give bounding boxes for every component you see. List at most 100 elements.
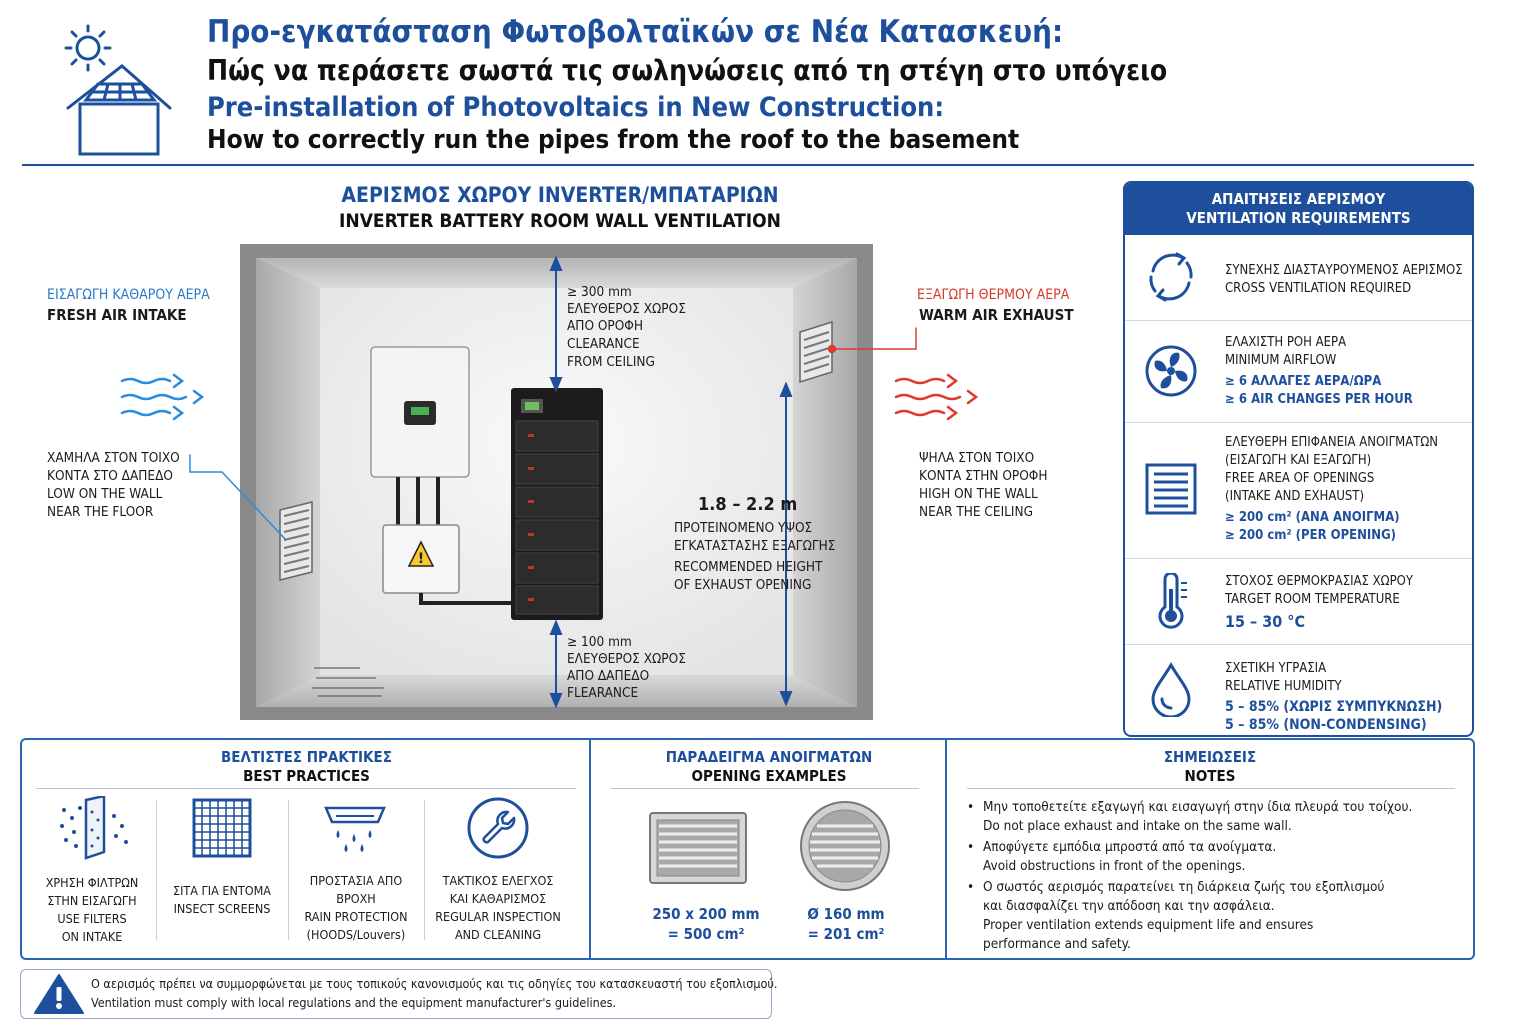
- req-airflow-value-en: ≥ 6 AIR CHANGES PER HOUR: [1225, 392, 1413, 407]
- note-item: Αποφύγετε εμπόδια μπροστά από τα ανοίγμα…: [967, 838, 1467, 876]
- req-humidity-gr: ΣΧΕΤΙΚΗ ΥΓΡΑΣΙΑ: [1225, 661, 1327, 676]
- bp-inspection-gr1: ΤΑΚΤΙΚΟΣ ΕΛΕΓΧΟΣ: [442, 873, 554, 888]
- bp-screens-en: INSECT SCREENS: [173, 901, 271, 916]
- note-2-gr: Αποφύγετε εμπόδια μπροστά από τα ανοίγμα…: [983, 839, 1277, 855]
- best-practices-title-gr: ΒΕΛΤΙΣΤΕΣ ΠΡΑΚΤΙΚΕΣ: [221, 748, 392, 766]
- bp-rain-en: RAIN PROTECTION: [304, 909, 408, 924]
- exhaust-pos-gr2: ΚΟΝΤΑ ΣΤΗΝ ΟΡΟΦΗ: [919, 468, 1048, 484]
- floor-clearance-gr2: ΑΠΟ ΔΑΠΕΔΟ: [567, 668, 650, 684]
- bp-inspection-en1: REGULAR INSPECTION: [435, 909, 561, 924]
- bp-filter-en2: ON INTAKE: [61, 929, 123, 944]
- diagram-title-en: INVERTER BATTERY ROOM WALL VENTILATION: [339, 210, 781, 232]
- page-title-en: Pre-installation of Photovoltaics in New…: [207, 92, 945, 123]
- intake-pos-en1: LOW ON THE WALL: [47, 486, 163, 502]
- intake-vent: [279, 501, 313, 581]
- exhaust-label-gr: ΕΞΑΓΩΓΗ ΘΕΡΜΟΥ ΑΕΡΑ: [917, 287, 1070, 303]
- fan-icon: [1145, 345, 1197, 397]
- req-area-gr1: ΕΛΕΥΘΕΡΗ ΕΠΙΦΑΝΕΙΑ ΑΝΟΙΓΜΑΤΩΝ: [1225, 435, 1439, 450]
- bp-filter-gr2: ΣΤΗΝ ΕΙΣΑΓΩΓΗ: [47, 893, 137, 908]
- note-2-en: Avoid obstructions in front of the openi…: [983, 858, 1246, 874]
- note-1-gr: Μην τοποθετείτε εξαγωγή και εισαγωγή στη…: [983, 799, 1413, 815]
- insect-screen-icon: [192, 798, 252, 858]
- req-airflow-gr: ΕΛΑΧΙΣΤΗ ΡΟΗ ΑΕΡΑ: [1225, 335, 1347, 350]
- req-temp-value: 15 – 30 °C: [1225, 612, 1306, 631]
- bp-rain-gr: ΠΡΟΣΤΑΣΙΑ ΑΠΟ ΒΡΟΧΗ: [309, 873, 403, 906]
- bp-filter-gr1: ΧΡΗΣΗ ΦΙΛΤΡΩΝ: [45, 875, 139, 890]
- exhaust-height-gr1: ΠΡΟΤΕΙΝΟΜΕΝΟ ΥΨΟΣ: [674, 520, 813, 536]
- ceiling-clearance-value: ≥ 300 mm: [567, 284, 632, 300]
- requirement-row: ΕΛΕΥΘΕΡΗ ΕΠΙΦΑΝΕΙΑ ΑΝΟΙΓΜΑΤΩΝ (ΕΙΣΑΓΩΓΗ …: [1125, 423, 1472, 559]
- exhaust-vent: [799, 320, 833, 384]
- requirements-header: ΑΠΑΙΤΗΣΕΙΣ ΑΕΡΙΣΜΟΥ VENTILATION REQUIREM…: [1125, 183, 1472, 235]
- sun-house-solar-icon: [64, 24, 172, 156]
- notes-box: ΣΗΜΕΙΩΣΕΙΣ NOTES Μην τοποθετείτε εξαγωγή…: [945, 738, 1475, 960]
- page-subtitle-gr: Πώς να περάσετε σωστά τις σωληνώσεις από…: [207, 54, 1168, 87]
- battery-rack: [511, 388, 603, 620]
- examples-title-en: OPENING EXAMPLES: [691, 767, 847, 785]
- notes-title-gr: ΣΗΜΕΙΩΣΕΙΣ: [1163, 748, 1257, 766]
- note-3-en2: performance and safety.: [983, 936, 1131, 952]
- exhaust-pos-en1: HIGH ON THE WALL: [919, 486, 1038, 502]
- best-practices-title-en: BEST PRACTICES: [243, 767, 370, 785]
- requirement-row: ΣΥΝΕΧΗΣ ΔΙΑΣΤΑΥΡΟΥΜΕΝΟΣ ΑΕΡΙΣΜΟΣ CROSS V…: [1125, 235, 1472, 321]
- compliance-warning: Ο αερισμός πρέπει να συμμορφώνεται με το…: [20, 969, 778, 1019]
- requirements-title-en: VENTILATION REQUIREMENTS: [1186, 209, 1411, 227]
- exhaust-arrows: [827, 327, 979, 421]
- bp-inspection-en2: AND CLEANING: [454, 927, 542, 942]
- thermometer-icon: [1158, 573, 1187, 629]
- header-divider: [22, 164, 1474, 166]
- note-3-gr: Ο σωστός αερισμός παρατείνει τη διάρκεια…: [983, 879, 1385, 895]
- intake-pos-en2: NEAR THE FLOOR: [47, 504, 154, 520]
- note-3-gr2: και διασφαλίζει την απόδοση και την ασφά…: [983, 898, 1275, 914]
- exhaust-label-en: WARM AIR EXHAUST: [919, 306, 1074, 324]
- opening-examples-box: ΠΑΡΑΔΕΙΓΜΑ ΑΝΟΙΓΜΑΤΩΝ OPENING EXAMPLES 2…: [589, 738, 947, 960]
- svg-text:!: !: [418, 551, 424, 567]
- requirement-row: ΕΛΑΧΙΣΤΗ ΡΟΗ ΑΕΡΑ MINIMUM AIRFLOW ≥ 6 ΑΛ…: [1125, 321, 1472, 423]
- note-1-en: Do not place exhaust and intake on the s…: [983, 818, 1292, 834]
- notes-title-en: NOTES: [1184, 767, 1236, 785]
- req-cross-en: CROSS VENTILATION REQUIRED: [1225, 281, 1412, 296]
- floor-marking: [312, 667, 384, 697]
- warning-triangle-icon: [34, 974, 84, 1014]
- req-airflow-en: MINIMUM AIRFLOW: [1225, 353, 1337, 368]
- ceiling-clearance-gr1: ΕΛΕΥΘΕΡΟΣ ΧΩΡΟΣ: [567, 301, 686, 317]
- note-3-en: Proper ventilation extends equipment lif…: [983, 917, 1314, 933]
- floor-clearance-gr1: ΕΛΕΥΘΕΡΟΣ ΧΩΡΟΣ: [567, 651, 686, 667]
- diagram-title-gr: ΑΕΡΙΣΜΟΣ ΧΩΡΟΥ INVERTER/ΜΠΑΤΑΡΙΩΝ: [341, 183, 779, 207]
- floor-clearance-en1: FLEARANCE: [567, 685, 639, 701]
- requirement-row: ΣΤΟΧΟΣ ΘΕΡΜΟΚΡΑΣΙΑΣ ΧΩΡΟΥ TARGET ROOM TE…: [1125, 559, 1472, 645]
- filter-icon: [60, 796, 128, 860]
- req-airflow-value-gr: ≥ 6 ΑΛΛΑΓΕΣ ΑΕΡΑ/ΩΡΑ: [1225, 374, 1382, 389]
- bp-filter-en1: USE FILTERS: [57, 911, 127, 926]
- req-area-en2: (INTAKE AND EXHAUST): [1225, 489, 1365, 504]
- req-temp-en: TARGET ROOM TEMPERATURE: [1225, 592, 1400, 607]
- ceiling-clearance-gr2: ΑΠΟ ΟΡΟΦΗ: [567, 318, 643, 334]
- bp-inspection-gr2: ΚΑΙ ΚΑΘΑΡΙΣΜΟΣ: [449, 891, 547, 906]
- warning-text-gr: Ο αερισμός πρέπει να συμμορφώνεται με το…: [91, 976, 778, 991]
- notes-list: Μην τοποθετείτε εξαγωγή και εισαγωγή στη…: [967, 798, 1467, 956]
- page-subtitle-en: How to correctly run the pipes from the …: [207, 125, 1020, 155]
- rain-hood-icon: [324, 806, 386, 852]
- note-item: Μην τοποθετείτε εξαγωγή και εισαγωγή στη…: [967, 798, 1467, 836]
- rect-vent-size: 250 x 200 mm: [652, 905, 760, 923]
- req-area-value-gr: ≥ 200 cm² (ΑΝΑ ΑΝΟΙΓΜΑ): [1225, 510, 1400, 525]
- humidity-drop-icon: [1151, 661, 1191, 717]
- exhaust-height-value: 1.8 – 2.2 m: [698, 494, 798, 515]
- rect-vent-area: = 500 cm²: [667, 925, 745, 943]
- req-area-gr2: (ΕΙΣΑΓΩΓΗ ΚΑΙ ΕΞΑΓΩΓΗ): [1225, 453, 1372, 468]
- req-humidity-en: RELATIVE HUMIDITY: [1225, 679, 1342, 694]
- req-cross-gr: ΣΥΝΕΧΗΣ ΔΙΑΣΤΑΥΡΟΥΜΕΝΟΣ ΑΕΡΙΣΜΟΣ: [1225, 263, 1463, 278]
- exhaust-pos-en2: NEAR THE CEILING: [919, 504, 1034, 520]
- exhaust-height-gr2: ΕΓΚΑΤΑΣΤΑΣΗΣ ΕΞΑΓΩΓΗΣ: [674, 538, 836, 554]
- req-temp-gr: ΣΤΟΧΟΣ ΘΕΡΜΟΚΡΑΣΙΑΣ ΧΩΡΟΥ: [1225, 574, 1413, 589]
- wrench-icon: [467, 797, 529, 859]
- rectangular-vent-icon: [649, 812, 747, 884]
- req-area-value-en: ≥ 200 cm² (PER OPENING): [1225, 528, 1397, 543]
- intake-pos-gr1: ΧΑΜΗΛΑ ΣΤΟΝ ΤΟΙΧΟ: [47, 450, 180, 466]
- cross-ventilation-cycle-icon: [1149, 252, 1193, 302]
- requirement-row: ΣΧΕΤΙΚΗ ΥΓΡΑΣΙΑ RELATIVE HUMIDITY 5 – 85…: [1125, 645, 1472, 735]
- note-item: Ο σωστός αερισμός παρατείνει τη διάρκεια…: [967, 878, 1467, 954]
- ventilation-requirements-panel: ΑΠΑΙΤΗΣΕΙΣ ΑΕΡΙΣΜΟΥ VENTILATION REQUIREM…: [1123, 181, 1474, 737]
- inverter-unit: [370, 346, 470, 530]
- exhaust-pos-gr1: ΨΗΛΑ ΣΤΟΝ ΤΟΙΧΟ: [919, 450, 1035, 466]
